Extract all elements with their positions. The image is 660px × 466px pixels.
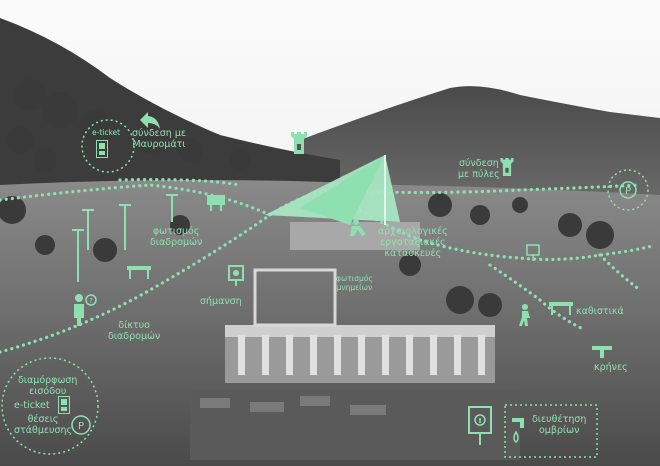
label-line: διευθέτηση	[532, 414, 587, 425]
label-line: κατασκευές	[384, 248, 442, 259]
arrow-back-icon	[140, 112, 160, 129]
parking-top-circle: P	[607, 169, 649, 211]
e-ticket-icon	[58, 396, 70, 414]
sign-icon	[207, 195, 225, 211]
label-entrance: διαμόρφωση εισόδου	[18, 375, 77, 397]
label-line: θέσεις	[27, 414, 59, 425]
label-line: διαδρομών	[150, 237, 203, 248]
label-link-gates: σύνδεση με πύλες	[458, 158, 500, 180]
label-line: σύνδεση	[458, 158, 499, 169]
tap-icon	[592, 346, 612, 358]
e-ticket-top-circle	[81, 119, 135, 173]
svg-text:?: ?	[89, 297, 93, 305]
entrance-circle	[1, 357, 99, 455]
parking-icon: P	[625, 186, 631, 197]
label-route-network: δίκτυο διαδρομών	[108, 320, 160, 342]
label-rainwater: διευθέτηση ομβρίων	[532, 414, 586, 436]
tent-canopy	[265, 155, 400, 225]
tower-icon	[500, 158, 514, 176]
left-hill	[0, 18, 340, 210]
tower-icon	[291, 132, 307, 154]
label-line: σύνδεση με	[132, 128, 187, 139]
label-line: διαμόρφωση	[18, 375, 78, 386]
label-link-mavromati: σύνδεση με Μαυρομάτι	[132, 128, 186, 150]
label-eticket-bottom: e-ticket	[14, 400, 50, 411]
walker-icon	[519, 304, 530, 326]
label-monument-lighting: φωτισμός μνημείων	[336, 274, 373, 292]
trees	[0, 79, 614, 317]
label-route-lighting: φωτισμός διαδρομών	[150, 226, 202, 248]
label-seating: καθιστικά	[576, 306, 624, 317]
label-line: φωτισμός	[336, 274, 373, 283]
parking-icon: P	[71, 415, 91, 435]
signage-icon	[228, 265, 244, 286]
label-line: ομβρίων	[538, 425, 580, 436]
label-line: Μαυρομάτι	[132, 139, 186, 150]
sign-icon	[526, 244, 540, 261]
label-line: μνημείων	[336, 283, 373, 292]
label-signage: σήμανση	[200, 296, 242, 307]
label-line: εισόδου	[29, 386, 67, 397]
rainwater-box	[504, 404, 598, 458]
person-info-icon: ?	[74, 294, 97, 326]
svg-text:P: P	[78, 421, 84, 432]
label-workshops: αρχαιολογικές εργοταξιακές κατασκευές	[378, 226, 448, 259]
label-line: εργοταξιακές	[379, 237, 446, 248]
far-mountain	[300, 86, 660, 200]
label-eticket-top: e-ticket	[92, 128, 121, 137]
bench-icon	[127, 266, 151, 279]
label-line: δίκτυο	[118, 320, 150, 331]
bench-icon	[549, 302, 573, 315]
worker-icon	[350, 219, 366, 236]
lamp-posts	[72, 194, 178, 282]
e-ticket-icon	[96, 140, 108, 158]
label-line: διαδρομών	[108, 331, 161, 342]
info-sign-icon	[468, 406, 492, 445]
label-line: με πύλες	[458, 169, 500, 180]
label-line: στάθμευσης	[14, 425, 73, 436]
label-line: αρχαιολογικές	[378, 226, 448, 237]
label-parking: θέσεις στάθμευσης	[14, 414, 72, 436]
label-fountains: κρήνες	[594, 362, 628, 373]
label-line: φωτισμός	[152, 226, 200, 237]
